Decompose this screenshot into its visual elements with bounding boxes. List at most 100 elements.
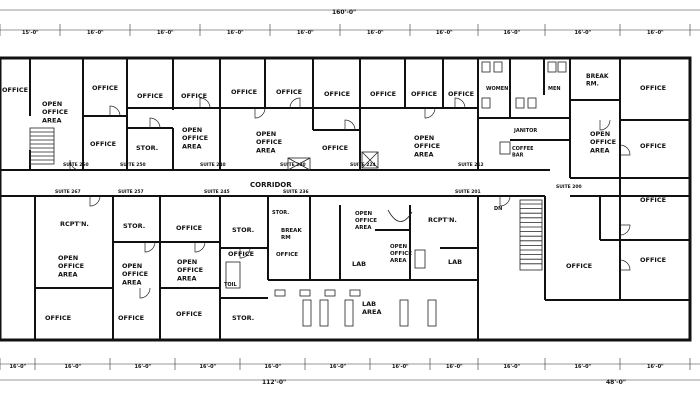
dimension-lines (0, 9, 700, 381)
room-storage: STOR. (232, 226, 254, 234)
room-office: OFFICE (231, 88, 257, 96)
room-office: OFFICE (566, 262, 592, 270)
room-office: OFFICE (2, 86, 28, 94)
room-office: OFFICE (176, 310, 202, 318)
room-office: OFFICE (411, 90, 437, 98)
room-storage: STOR. (232, 314, 254, 322)
overall-top-dimension: 160'-0" (332, 9, 356, 16)
room-office: OFFICE (176, 224, 202, 232)
suite-label: SUITE 250 (120, 162, 146, 168)
room-office: OFFICE (90, 140, 116, 148)
top-dimension-label: 16'-0" (157, 30, 174, 36)
top-dimension-label: 16'-0" (647, 30, 664, 36)
lab-benches (225, 209, 437, 327)
stair-right (519, 199, 543, 271)
overall-bottom-left-dimension: 112'-0" (262, 379, 286, 386)
suite-label: SUITE 245 (204, 189, 230, 195)
suite-label: SUITE 260 (63, 162, 89, 168)
top-dimension-label: 16'-0" (227, 30, 244, 36)
room-storage: STOR. (136, 144, 158, 152)
room-office: OFFICE (324, 90, 350, 98)
suite-label: SUITE 212 (458, 162, 484, 168)
room-office: OFFICE (181, 92, 207, 100)
storage-x-boxes (287, 151, 379, 171)
suite-label: SUITE 267 (55, 189, 81, 195)
top-partitions (29, 58, 690, 178)
bottom-dimension-label: 16'-0" (265, 364, 282, 370)
top-dimension-label: 16'-0" (504, 30, 521, 36)
room-office: OFFICE (45, 314, 71, 322)
stair-left (29, 127, 55, 165)
top-dimension-label: 16'-0" (87, 30, 104, 36)
bottom-dimension-label: 16'-0" (200, 364, 217, 370)
room-reception: RCPT'N. (428, 216, 457, 224)
bottom-dimension-label: 16'-0" (575, 364, 592, 370)
suite-label: SUITE 240 (200, 162, 226, 168)
bottom-dimension-label: 16'-0" (135, 364, 152, 370)
room-office: OFFICE (92, 84, 118, 92)
room-storage: STOR. (123, 222, 145, 230)
room-office: OFFICE (640, 84, 666, 92)
suite-label: SUITE 257 (118, 189, 144, 195)
room-storage: STOR. (272, 210, 289, 216)
bottom-dimension-label: 16'-0" (446, 364, 463, 370)
room-office: OFFICE (640, 256, 666, 264)
bottom-dimension-label: 16'-0" (504, 364, 521, 370)
top-dimension-label: 16'-0" (575, 30, 592, 36)
room-office: OFFICE (640, 142, 666, 150)
top-dimension-label: 16'-0" (436, 30, 453, 36)
suite-label: SUITE 224 (350, 162, 376, 168)
room-office: OFFICE (370, 90, 396, 98)
suite-label: SUITE 230 (280, 162, 306, 168)
room-men: MEN (548, 86, 561, 92)
room-women: WOMEN (486, 86, 508, 92)
exterior-walls (0, 56, 692, 342)
overall-bottom-right-dimension: 48'-0" (606, 379, 626, 386)
room-office: OFFICE (137, 92, 163, 100)
bottom-partitions (34, 178, 690, 340)
suite-label: SUITE 236 (283, 189, 309, 195)
bottom-dimension-label: 16'-0" (330, 364, 347, 370)
restroom-fixtures (481, 61, 567, 155)
door-swings (69, 97, 631, 299)
room-reception: RCPT'N. (60, 220, 89, 228)
top-dimension-label: 15'-0" (22, 30, 39, 36)
room-office: OFFICE (640, 196, 666, 204)
suite-label: SUITE 201 (455, 189, 481, 195)
room-office: OFFICE (228, 250, 254, 258)
room-office: OFFICE (276, 88, 302, 96)
room-lab: LAB (352, 260, 366, 268)
bottom-dimension-label: 16'-0" (65, 364, 82, 370)
corridor-label: CORRIDOR (250, 181, 292, 189)
room-lab: LAB (448, 258, 462, 266)
top-dimension-label: 16'-0" (297, 30, 314, 36)
bottom-dimension-label: 16'-0" (647, 364, 664, 370)
corridor-walls (0, 169, 690, 197)
room-janitor: JANITOR (513, 128, 537, 134)
room-toilet: TOIL (224, 282, 238, 288)
bottom-dimension-label: 16'-0" (10, 364, 27, 370)
room-dn: DN (494, 206, 502, 212)
room-office: OFFICE (448, 90, 474, 98)
suite-label: SUITE 200 (556, 184, 582, 190)
room-office: OFFICE (118, 314, 144, 322)
bottom-dimension-label: 16'-0" (392, 364, 409, 370)
room-office: OFFICE (322, 144, 348, 152)
top-dimension-label: 16'-0" (367, 30, 384, 36)
room-office: OFFICE (276, 252, 298, 258)
